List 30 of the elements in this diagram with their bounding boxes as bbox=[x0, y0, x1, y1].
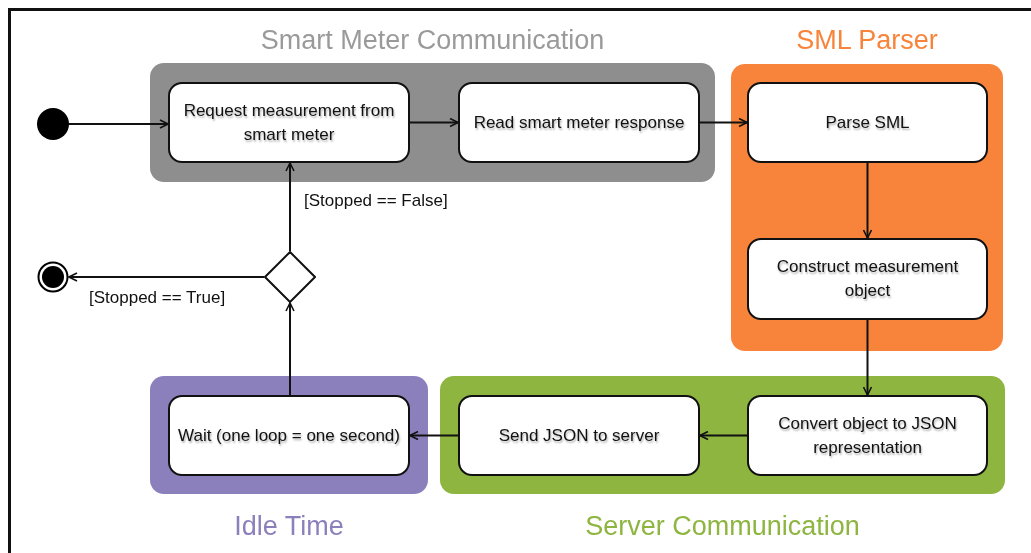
guard-label: [Stopped == False] bbox=[302, 191, 450, 211]
arrow bbox=[409, 117, 459, 128]
arrow bbox=[699, 117, 748, 128]
arrow bbox=[68, 119, 169, 129]
activity-label: Construct measurement object bbox=[775, 256, 960, 302]
arrow bbox=[699, 430, 748, 441]
activity-box bbox=[168, 82, 410, 163]
activity-label: Convert object to JSON representation bbox=[777, 412, 958, 459]
activity-label: Parse SML bbox=[825, 111, 910, 134]
activity-label: Wait (one loop = one second) bbox=[178, 424, 400, 447]
activity-box bbox=[458, 395, 700, 476]
activity-label: Request measurement from smart meter bbox=[182, 99, 396, 146]
arrow bbox=[409, 430, 459, 441]
swimlane-title: Idle Time bbox=[233, 511, 345, 542]
arrow bbox=[68, 272, 265, 282]
arrow bbox=[285, 302, 295, 396]
arrow bbox=[862, 162, 873, 239]
arrow bbox=[285, 162, 295, 252]
activity-box bbox=[747, 238, 988, 320]
activity-label: Read smart meter response bbox=[473, 111, 685, 134]
swimlane-title: Server Communication bbox=[584, 511, 861, 542]
guard-label: [Stopped == True] bbox=[87, 288, 228, 308]
activity-box bbox=[458, 82, 700, 163]
arrow bbox=[862, 319, 873, 396]
activity-box bbox=[747, 395, 988, 476]
activity-label: Send JSON to server bbox=[498, 424, 660, 447]
swimlane-title: SML Parser bbox=[795, 25, 939, 56]
activity-box bbox=[168, 395, 410, 476]
activity-box bbox=[747, 82, 988, 163]
swimlane-title: Smart Meter Communication bbox=[259, 25, 606, 56]
